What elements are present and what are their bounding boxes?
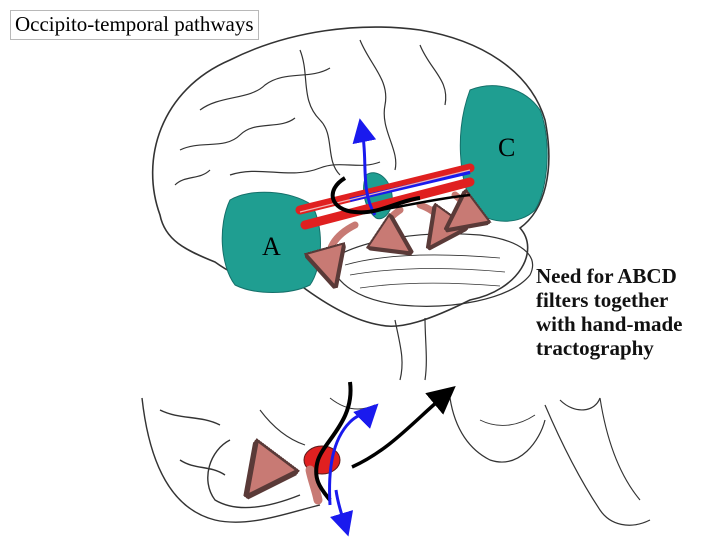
region-c-label: C	[498, 133, 515, 162]
note-line: tractography	[536, 336, 654, 360]
note-line: Need for ABCD	[536, 264, 677, 288]
note-line: filters together	[536, 288, 669, 312]
fiber-arrows	[329, 195, 467, 268]
ventral-pathway	[262, 381, 456, 537]
figure-title: Occipito-temporal pathways	[10, 10, 259, 40]
region-a-label: A	[262, 232, 281, 261]
note-line: with hand-made	[536, 312, 683, 336]
pathway-arrows-lateral	[330, 118, 471, 216]
annotation-note: Need for ABCD filters together with hand…	[536, 264, 718, 360]
brain-ventral-drawing	[141, 397, 651, 526]
